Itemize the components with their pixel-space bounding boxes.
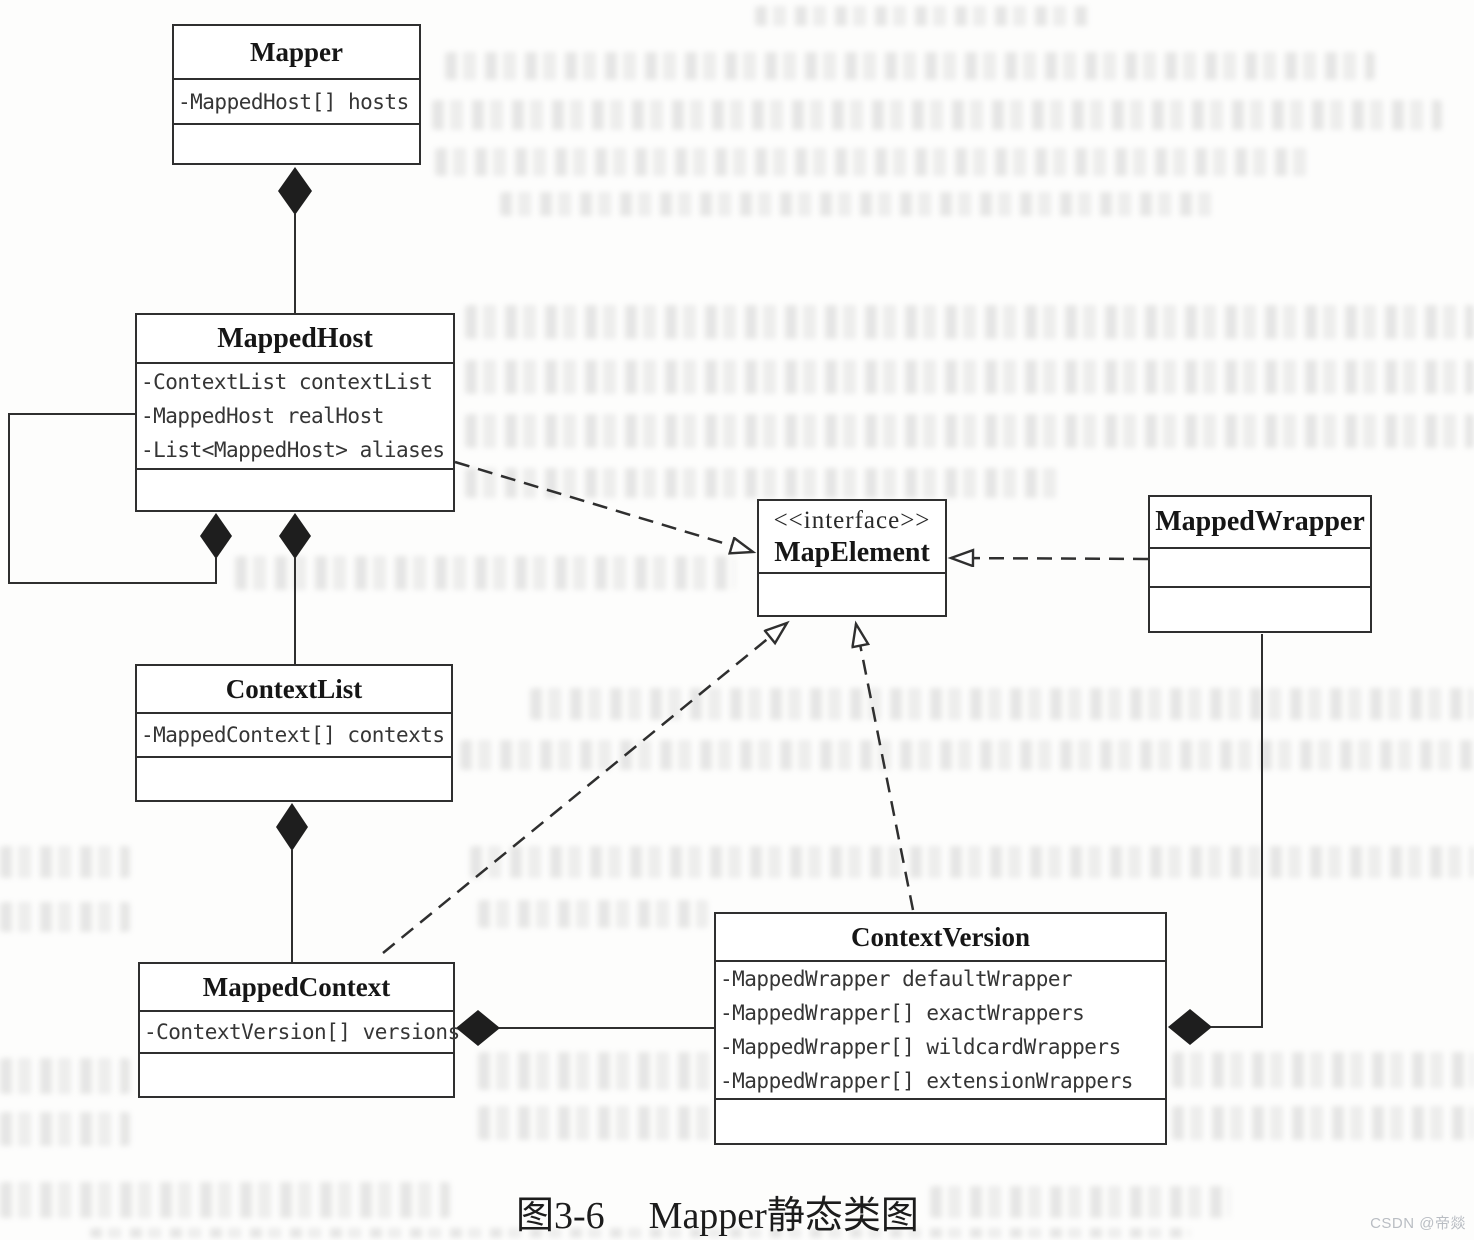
composition-diamond: [279, 513, 311, 559]
class-operations: [137, 758, 451, 800]
class-operations: [1150, 588, 1370, 631]
attribute-row: -MappedWrapper[] wildcardWrappers: [720, 1035, 1121, 1059]
class-box-mapper: Mapper -MappedHost[] hosts: [172, 24, 421, 165]
class-title: Mapper: [174, 26, 419, 80]
class-operations: [137, 470, 453, 510]
class-box-mapped-context: MappedContext -ContextVersion[] versions: [138, 962, 460, 1098]
class-title: <<interface>> MapElement: [759, 501, 945, 574]
class-title: ContextVersion: [716, 914, 1165, 962]
class-operations: [174, 125, 419, 163]
composition-diamond: [278, 167, 312, 215]
class-name: MappedContext: [202, 971, 391, 1002]
class-attributes: -MappedWrapper defaultWrapper -MappedWra…: [716, 962, 1165, 1100]
class-name: ContextVersion: [851, 921, 1030, 952]
composition-diamond: [456, 1010, 500, 1046]
composition-line: [1211, 634, 1263, 1028]
class-box-context-list: ContextList -MappedContext[] contexts: [135, 664, 453, 802]
attribute-row: -MappedWrapper[] exactWrappers: [720, 1001, 1085, 1025]
class-name: MappedWrapper: [1155, 506, 1365, 537]
class-attributes: -ContextList contextList -MappedHost rea…: [137, 364, 453, 470]
class-title: MappedHost: [137, 315, 453, 364]
class-title: ContextList: [137, 666, 451, 714]
class-attributes: -MappedContext[] contexts: [137, 714, 451, 758]
watermark: CSDN @帝燚: [1370, 1215, 1466, 1232]
class-box-mapped-host: MappedHost -ContextList contextList -Map…: [135, 313, 455, 512]
attribute-row: -ContextList contextList: [141, 370, 433, 394]
figure-caption: 图3-6 Mapper静态类图: [516, 1184, 919, 1239]
attribute-row: -MappedWrapper[] extensionWrappers: [720, 1069, 1133, 1093]
class-name: MapElement: [774, 536, 930, 568]
attribute-row: -ContextVersion[] versions: [144, 1020, 460, 1044]
class-operations: [140, 1054, 453, 1096]
class-name: MappedHost: [217, 322, 373, 354]
class-title: MappedWrapper: [1150, 497, 1370, 549]
attribute-row: -MappedHost[] hosts: [178, 89, 409, 114]
figure-title: Mapper静态类图: [648, 1195, 919, 1237]
class-name: Mapper: [250, 36, 343, 67]
attribute-row: -MappedHost realHost: [141, 404, 384, 428]
attribute-row: -MappedContext[] contexts: [141, 723, 445, 747]
self-association-line: [8, 413, 217, 584]
class-attributes: -ContextVersion[] versions: [140, 1012, 460, 1054]
figure-number: 图3-6: [516, 1195, 605, 1237]
class-box-mapped-wrapper: MappedWrapper: [1148, 495, 1372, 633]
composition-diamond: [1168, 1009, 1212, 1045]
interface-box-map-element: <<interface>> MapElement: [757, 499, 947, 617]
class-box-context-version: ContextVersion -MappedWrapper defaultWra…: [714, 912, 1167, 1145]
composition-diamond: [276, 803, 308, 851]
composition-diamond: [200, 513, 232, 559]
class-operations: [759, 574, 945, 615]
realization-arrow: [856, 624, 915, 911]
realization-arrow: [951, 558, 1149, 559]
stereotype-label: <<interface>>: [773, 506, 931, 534]
attribute-row: -List<MappedHost> aliases: [141, 438, 445, 462]
class-name: ContextList: [225, 673, 363, 704]
class-attributes: -MappedHost[] hosts: [174, 80, 419, 125]
class-operations: [716, 1100, 1165, 1143]
attribute-row: -MappedWrapper defaultWrapper: [720, 967, 1073, 991]
class-attributes: [1150, 549, 1370, 588]
realization-arrow: [454, 460, 753, 552]
class-title: MappedContext: [140, 964, 453, 1012]
realization-arrow: [382, 623, 787, 954]
